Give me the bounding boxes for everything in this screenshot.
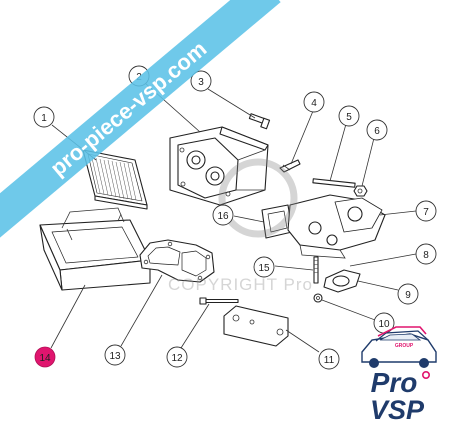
callout-9: 9 bbox=[397, 283, 419, 305]
callout-label: 16 bbox=[217, 211, 229, 222]
part-intake-plenum bbox=[169, 126, 269, 206]
callout-12: 12 bbox=[166, 346, 188, 368]
callout-8: 8 bbox=[415, 243, 437, 265]
callout-6: 6 bbox=[366, 119, 388, 141]
part-clip bbox=[279, 159, 301, 173]
brand-logo: GROUP Pro VSP bbox=[361, 326, 437, 425]
callout-4: 4 bbox=[303, 91, 325, 113]
part-washer bbox=[313, 293, 323, 303]
car-icon bbox=[361, 326, 437, 368]
part-air-filter bbox=[82, 149, 148, 210]
callout-label: 8 bbox=[423, 250, 429, 261]
callout-label: 3 bbox=[198, 77, 204, 88]
callout-label: 14 bbox=[39, 353, 51, 364]
callout-label: 13 bbox=[109, 351, 121, 362]
callout-label: 1 bbox=[41, 113, 47, 124]
callout-1: 1 bbox=[33, 106, 55, 128]
callout-3: 3 bbox=[190, 70, 212, 92]
callout-13: 13 bbox=[104, 344, 126, 366]
copyright-text: COPYRIGHT Pro bbox=[168, 275, 313, 294]
logo-brand-top: Pro bbox=[371, 367, 418, 398]
part-screw bbox=[248, 113, 271, 130]
copyright-watermark: COPYRIGHT Pro bbox=[168, 158, 313, 294]
callout-label: 6 bbox=[374, 126, 380, 137]
part-bracket-plate bbox=[223, 305, 289, 347]
part-gasket-small bbox=[261, 204, 293, 239]
part-nut bbox=[353, 185, 368, 197]
callout-label: 12 bbox=[171, 353, 183, 364]
callout-label: 5 bbox=[346, 112, 352, 123]
callout-11: 11 bbox=[318, 348, 340, 370]
part-filter-housing bbox=[39, 207, 151, 291]
logo-group-text: GROUP bbox=[395, 343, 414, 349]
callout-5: 5 bbox=[338, 105, 360, 127]
part-bolt bbox=[199, 297, 239, 305]
callout-label: 15 bbox=[258, 263, 270, 274]
part-manifold-elbow bbox=[287, 194, 386, 259]
logo-brand-bottom: VSP bbox=[370, 395, 425, 425]
part-plenum-gasket bbox=[139, 239, 215, 283]
callout-label: 11 bbox=[324, 355, 335, 366]
logo-accent-dot bbox=[421, 370, 430, 379]
part-stud bbox=[313, 256, 319, 284]
callout-7: 7 bbox=[415, 200, 437, 222]
callout-label: 9 bbox=[405, 290, 411, 301]
callout-label: 4 bbox=[311, 98, 317, 109]
part-long-stud bbox=[312, 178, 356, 188]
part-flange-gasket bbox=[323, 269, 361, 293]
callout-label: 7 bbox=[423, 207, 429, 218]
callout-14-highlighted[interactable]: 14 bbox=[34, 346, 56, 368]
callout-16: 16 bbox=[212, 204, 234, 226]
callout-label: 10 bbox=[378, 319, 390, 330]
callout-15: 15 bbox=[253, 256, 275, 278]
